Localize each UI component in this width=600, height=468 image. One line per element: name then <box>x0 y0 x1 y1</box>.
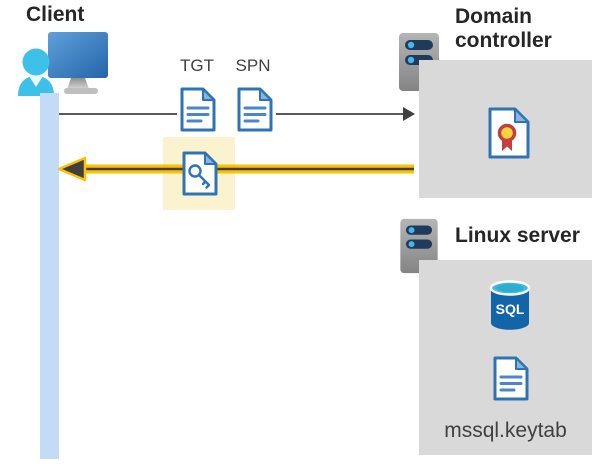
certificate-icon <box>488 107 530 159</box>
person-icon <box>18 48 54 96</box>
sql-badge-label: SQL <box>496 301 525 317</box>
tgt-ticket-icon <box>180 87 216 132</box>
request-arrowhead-icon <box>403 107 415 121</box>
sql-database-icon: SQL <box>489 280 531 330</box>
spn-ticket-icon <box>237 87 273 132</box>
client-label: Client <box>26 3 85 26</box>
request-arrow-line <box>59 113 177 115</box>
spn-label: SPN <box>235 56 271 75</box>
monitor-icon <box>48 32 108 94</box>
response-arrow <box>57 156 414 182</box>
linux-server-icon <box>400 218 438 274</box>
keytab-filename-label: mssql.keytab <box>444 419 567 442</box>
key-icon <box>188 164 211 189</box>
service-ticket-key-icon <box>182 151 218 196</box>
response-arrowhead-icon <box>57 156 87 182</box>
domain-controller-label: Domain controller <box>455 5 552 53</box>
tgt-label: TGT <box>180 56 214 75</box>
rosette-icon <box>497 123 517 143</box>
linux-server-label: Linux server <box>455 224 580 247</box>
client-workstation-icon <box>18 32 108 96</box>
request-arrow-line <box>276 113 404 115</box>
keytab-file-icon <box>493 356 529 401</box>
client-lifeline <box>40 93 59 459</box>
